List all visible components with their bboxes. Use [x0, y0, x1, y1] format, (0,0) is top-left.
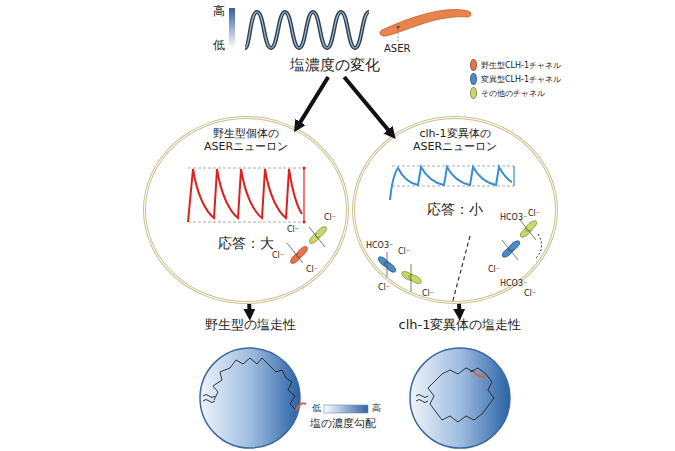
node-title: clh-1変異体の塩走性 [380, 317, 540, 333]
worm-icon [296, 403, 306, 410]
aser-neuron-dot [396, 25, 399, 28]
text-label: HCO3⁻ [366, 242, 393, 250]
legend-text: その他のチャネル [481, 88, 545, 99]
text-label: HCO3⁻ [500, 280, 527, 288]
text-label: Cl⁻ [488, 266, 500, 274]
neuron-cell: 野生型個体の ASERニューロン応答：大 [143, 116, 349, 304]
shape-part [387, 252, 411, 292]
divider-line [452, 236, 470, 304]
text-label: Cl⁻ [324, 214, 336, 222]
flow-arrow [247, 304, 252, 316]
legend-swatch [470, 59, 477, 71]
concentration-bar [229, 8, 235, 48]
channel-group [377, 252, 423, 292]
shape-part [536, 234, 542, 258]
text-label: Cl⁻ [306, 266, 318, 274]
worm-start [416, 395, 428, 403]
legend-swatch [470, 73, 477, 85]
legend-row: 野生型CLH-1チャネル [470, 58, 561, 72]
legend: 野生型CLH-1チャネル変異型CLH-1チャネルその他のチャネル [470, 58, 561, 100]
node-title: clh-1変異体の ASERニューロン [403, 127, 507, 153]
shape-part [287, 227, 325, 263]
flow-arrow [457, 304, 462, 316]
text-label: Cl⁻ [378, 284, 390, 292]
response-trace-large [188, 169, 302, 222]
text-label: Cl⁻ [287, 226, 299, 234]
shape-part [314, 225, 328, 239]
node-title: 野生型個体の ASERニューロン [196, 127, 296, 153]
shape-part [502, 220, 536, 260]
dashed-guide [392, 166, 514, 167]
leader-line [398, 29, 399, 43]
worm-start [203, 395, 215, 403]
text-label: Cl⁻ [524, 290, 536, 298]
text-label: Cl⁻ [422, 290, 434, 298]
text-label: 低 [213, 39, 225, 51]
legend-row: 変異型CLH-1チャネル [470, 72, 561, 86]
worm-track [428, 368, 494, 422]
text-node: clh-1変異体の塩走性 [380, 316, 540, 336]
shape-part [383, 260, 398, 274]
text-label: 低 [312, 404, 321, 413]
legend-text: 野生型CLH-1チャネル [481, 60, 561, 71]
text-label: Cl⁻ [272, 252, 284, 260]
worm-body [380, 10, 471, 37]
response-label: 応答：大 [146, 235, 346, 252]
text-label: HCO3⁻ [500, 214, 527, 222]
dashed-guide [188, 222, 306, 223]
shape-part [295, 245, 309, 259]
agar-plate [410, 348, 510, 448]
text-label: 高 [213, 5, 225, 17]
text-node: 野生型の塩走性 [180, 316, 320, 336]
scale-dot [303, 167, 306, 170]
agar-plate [200, 348, 300, 448]
text-label: 塩の濃度勾配 [310, 418, 376, 429]
legend-text: 変異型CLH-1チャネル [481, 74, 561, 85]
text-label: 高 [372, 404, 381, 413]
scale-dot [303, 221, 306, 224]
response-trace-small [390, 167, 512, 200]
dashed-guide [188, 168, 306, 169]
text-label: Cl⁻ [398, 248, 410, 256]
text-node: 塩濃度の変化 [280, 55, 390, 77]
legend-swatch [470, 87, 477, 99]
text-label: Cl⁻ [528, 210, 540, 218]
shape-part [507, 239, 522, 253]
gradient-scale [324, 405, 368, 413]
worm-icon [474, 372, 486, 377]
text-label: ASER [384, 44, 410, 54]
scale-bar [303, 168, 304, 222]
node-title: 野生型の塩走性 [180, 317, 320, 333]
scale-bar [513, 166, 514, 186]
channel-group [287, 225, 328, 265]
salt-wave-highlight [245, 12, 369, 48]
neuron-cell: clh-1変異体の ASERニューロン応答：小 [352, 116, 558, 304]
worm-track [213, 358, 296, 410]
channel-group [501, 219, 542, 260]
salt-wave [245, 12, 369, 48]
shape-part [407, 273, 422, 286]
flow-arrow [297, 77, 329, 128]
legend-row: その他のチャネル [470, 86, 561, 100]
flow-arrow [344, 77, 392, 135]
node-title: 塩濃度の変化 [280, 56, 390, 74]
